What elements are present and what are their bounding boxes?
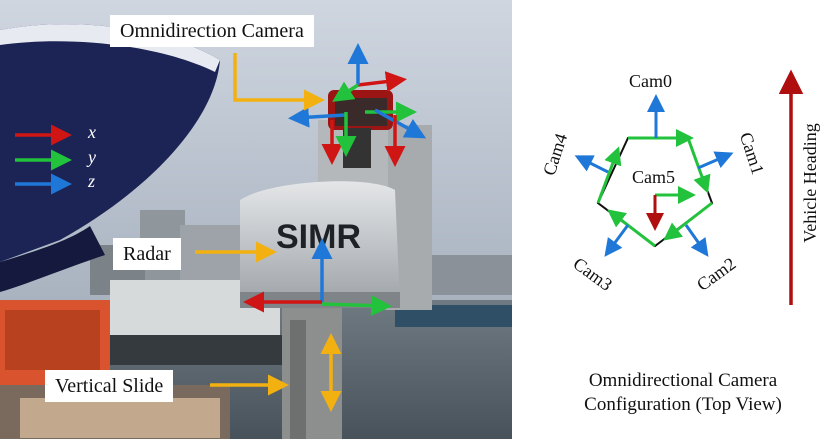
legend-z: z [88, 171, 96, 191]
callout-arrows [195, 53, 325, 396]
callout-vertical-slide: Vertical Slide [45, 370, 174, 402]
cam4-axes [574, 146, 622, 204]
radar-brand-text: SIMR [276, 218, 361, 256]
axis-legend-arrows [15, 124, 72, 195]
cam0-axes [628, 94, 694, 147]
cam5-label: Cam5 [632, 167, 675, 187]
callout-radar: Radar [113, 238, 181, 270]
caption-line-2: Configuration (Top View) [584, 394, 782, 415]
caption-line-1: Omnidirectional Camera [588, 370, 778, 391]
cam5-axes [646, 186, 696, 231]
canopy-stripe [0, 24, 220, 73]
cam2-axes [663, 201, 713, 257]
ship-photo: SIMR [0, 0, 512, 439]
cam1-axes [686, 137, 734, 194]
boat-canopy [0, 24, 220, 262]
cam3-axes [604, 209, 656, 257]
dock [395, 305, 512, 327]
diagram-caption: Omnidirectional Camera Configuration (To… [548, 369, 818, 417]
legend-y: y [88, 147, 96, 167]
camera-axes [288, 43, 427, 167]
radar-axes [243, 238, 392, 317]
camera-configuration-diagram [574, 69, 804, 305]
vehicle-heading-label: Vehicle Heading [800, 123, 820, 243]
cam0-label: Cam0 [629, 71, 672, 91]
legend-x: x [88, 122, 96, 142]
camera-rig [328, 90, 393, 168]
callout-omnidirection-camera: Omnidirection Camera [110, 15, 314, 47]
